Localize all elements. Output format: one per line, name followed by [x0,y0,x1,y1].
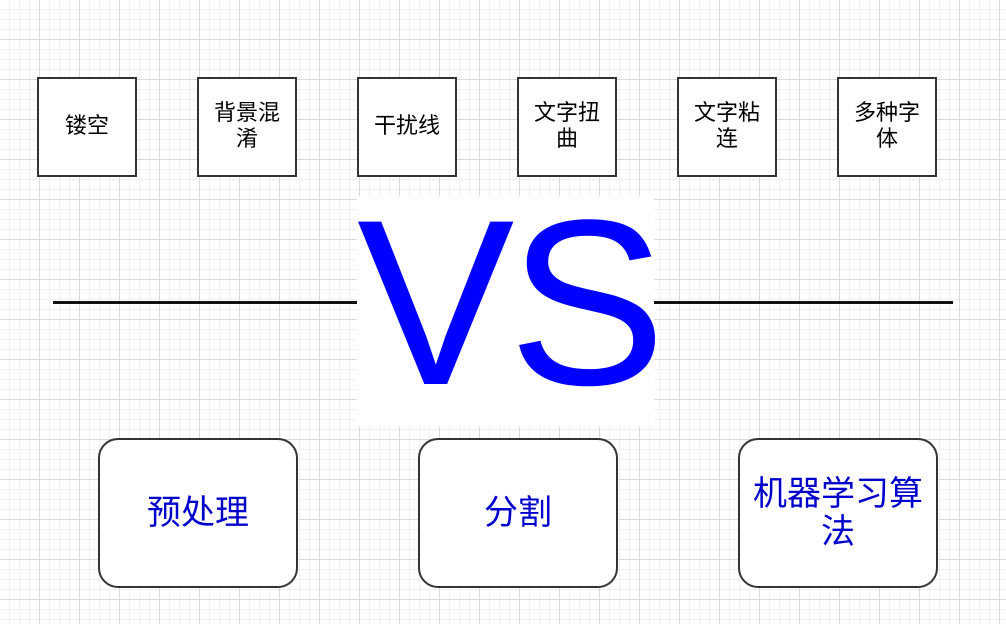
method-label: 机器学习算法 [753,474,923,552]
challenge-label: 文字粘连 [693,101,760,152]
method-label: 预处理 [147,493,249,533]
vs-background [357,196,654,426]
challenge-box-text-adhesion: 文字粘连 [677,77,777,177]
method-label: 分割 [484,493,552,533]
vs-label: VS [357,171,666,435]
challenge-label: 镂空 [64,114,109,139]
divider-line-right [654,301,953,304]
method-box-segmentation: 分割 [418,438,618,588]
challenge-label: 文字扭曲 [533,101,600,152]
challenge-box-text-distortion: 文字扭曲 [517,77,617,177]
method-box-preprocessing: 预处理 [98,438,298,588]
challenge-label: 背景混淆 [213,101,280,152]
challenge-box-multiple-fonts: 多种字体 [837,77,937,177]
challenge-label: 多种字体 [853,101,920,152]
divider-line-left [53,301,357,304]
challenge-label: 干扰线 [373,114,440,139]
challenge-box-hollow: 镂空 [37,77,137,177]
method-box-machine-learning: 机器学习算法 [738,438,938,588]
challenge-box-interference-lines: 干扰线 [357,77,457,177]
challenge-box-background-confusion: 背景混淆 [197,77,297,177]
